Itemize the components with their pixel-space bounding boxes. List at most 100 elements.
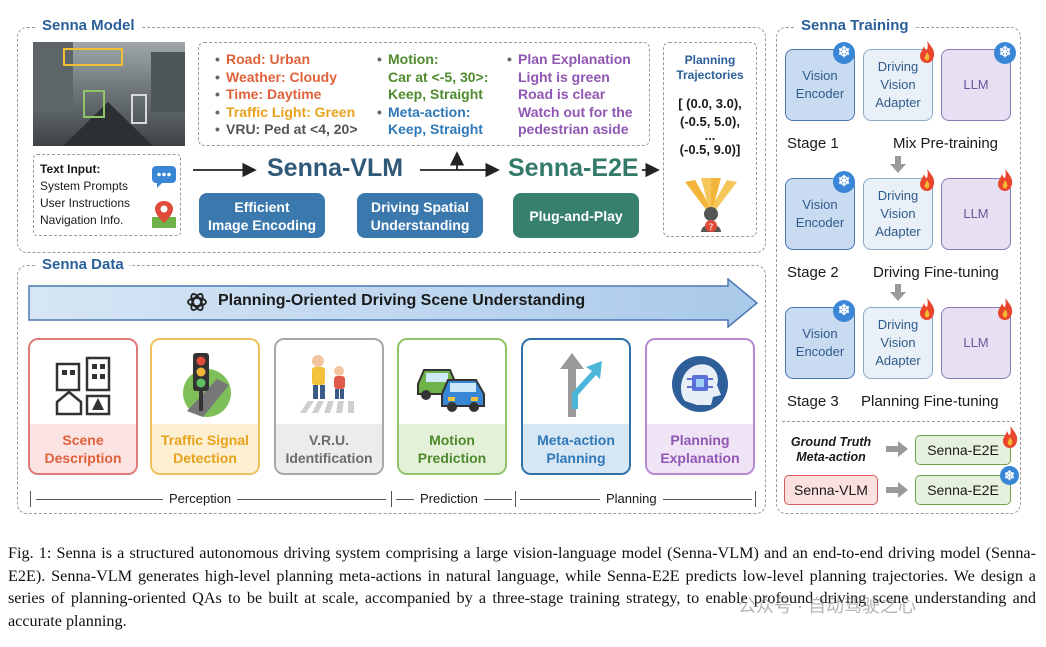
stage-1-desc: Mix Pre-training [893, 135, 999, 152]
senna-model-title: Senna Model [37, 17, 140, 34]
text-input-box: Text Input: System Prompts User Instruct… [33, 154, 181, 236]
planning-trajectories-box: Planning Trajectories [ (0.0, 3.0), (-0.… [663, 42, 757, 237]
traffic-light-icon [152, 340, 258, 428]
svg-text:?: ? [709, 223, 714, 232]
right-arrow-icon [886, 482, 908, 498]
senna-e2e-box: Senna-E2E [915, 435, 1011, 465]
axis-label-prediction: Prediction [414, 491, 484, 506]
city-icon [30, 340, 136, 428]
road-shape [63, 102, 153, 146]
plan-explanation-line: Light is green [518, 68, 610, 85]
axis-tick [515, 491, 516, 507]
down-arrow-icon [890, 156, 906, 173]
axis-tick [755, 491, 756, 507]
banner-arrow [28, 278, 758, 328]
fork-arrow-icon [523, 340, 629, 428]
senna-vlm-label: Senna-VLM [267, 154, 404, 182]
motion-line: Keep, Straight [388, 86, 483, 102]
flame-trainable-icon [998, 298, 1013, 320]
scene-info-box: Road: Urban Weather: Cloudy Time: Daytim… [198, 42, 650, 146]
flame-trainable-icon [920, 41, 935, 63]
scene-attr: Weather: Cloudy [226, 69, 358, 87]
plan-explanation-col: Plan Explanation Light is green Road is … [518, 51, 633, 139]
llm-module: LLM [941, 307, 1011, 379]
plan-explanation-line: pedestrian aside [518, 121, 629, 137]
snowflake-frozen-icon: ❄ [833, 171, 855, 193]
senna-e2e-label: Senna-E2E [508, 154, 639, 182]
senna-model-panel [17, 27, 766, 253]
flame-trainable-icon [920, 298, 935, 320]
traffic-light-bbox [63, 48, 123, 66]
text-input-line: System Prompts [40, 179, 129, 193]
chat-bubble-icon [152, 166, 176, 188]
stage-2-name: Stage 2 [787, 264, 839, 281]
axis-label-planning: Planning [600, 491, 663, 506]
scene-attributes-col: Road: Urban Weather: Cloudy Time: Daytim… [226, 51, 358, 139]
plan-explanation-line: Road is clear [518, 86, 606, 102]
stage-1-name: Stage 1 [787, 135, 839, 152]
banner-text: Planning-Oriented Driving Scene Understa… [218, 292, 586, 309]
training-divider [782, 421, 1015, 422]
down-arrow-icon [890, 284, 906, 301]
plan-explanation-line: Plan Explanation [518, 51, 633, 69]
scene-attr: Traffic Light: Green [226, 104, 358, 122]
ai-brain-icon [647, 340, 753, 428]
scene-attr: Road: Urban [226, 51, 358, 69]
motion-line: Car at <-5, 30>: [388, 68, 489, 85]
flow-arrows [193, 151, 660, 178]
text-input-line: User Instructions [40, 196, 131, 210]
pedestrian-crossing-icon [276, 340, 382, 428]
stage-2-desc: Driving Fine-tuning [873, 264, 999, 281]
flame-trainable-icon [998, 169, 1013, 191]
planning-title: Planning Trajectories [676, 53, 744, 82]
snowflake-frozen-icon: ❄ [994, 42, 1016, 64]
building-left [33, 42, 73, 112]
senna-e2e-box: Senna-E2E [915, 475, 1011, 505]
stage-3-desc: Planning Fine-tuning [861, 393, 999, 410]
senna-data-panel [17, 265, 766, 514]
text-input-line: Navigation Info. [40, 213, 124, 227]
motion-col: Motion: Car at <-5, 30>: Keep, Straight … [388, 51, 488, 139]
plan-explanation-line: Watch out for the [518, 103, 633, 120]
senna-vlm-box: Senna-VLM [784, 475, 878, 505]
plug-and-play-pill: Plug-and-Play [513, 193, 639, 238]
scene-attr: Time: Daytime [226, 86, 358, 104]
figure-caption: Fig. 1: Senna is a structured autonomous… [8, 544, 1036, 630]
text-input-heading: Text Input: [40, 162, 101, 176]
openai-logo-icon [187, 293, 207, 311]
map-pin-icon [152, 201, 176, 228]
axis-tick [391, 491, 392, 507]
axis-tick [30, 491, 31, 507]
cars-icon [399, 340, 505, 428]
snowflake-frozen-icon: ❄ [1000, 466, 1019, 485]
ground-truth-label: Ground Truth Meta-action [790, 435, 872, 464]
meta-action-line: Keep, Straight [388, 121, 483, 137]
motion-line: Motion: [388, 51, 488, 69]
pedestrian-bbox [131, 94, 147, 124]
scene-attr: VRU: Ped at <4, 20> [226, 121, 358, 139]
right-arrow-icon [886, 441, 908, 457]
trajectory-fan-icon: ? [685, 178, 737, 232]
flame-trainable-icon [1003, 426, 1018, 448]
senna-data-title: Senna Data [37, 256, 129, 273]
building-right [151, 52, 185, 112]
trajectory-values: [ (0.0, 3.0), (-0.5, 5.0), ... (-0.5, 9.… [678, 96, 742, 157]
task-vru-identification: V.R.U.Identification [274, 338, 384, 475]
flame-trainable-icon [920, 169, 935, 191]
watermark: 公众号 · 自动驾驶之心 [738, 596, 916, 616]
camera-image [33, 42, 185, 146]
